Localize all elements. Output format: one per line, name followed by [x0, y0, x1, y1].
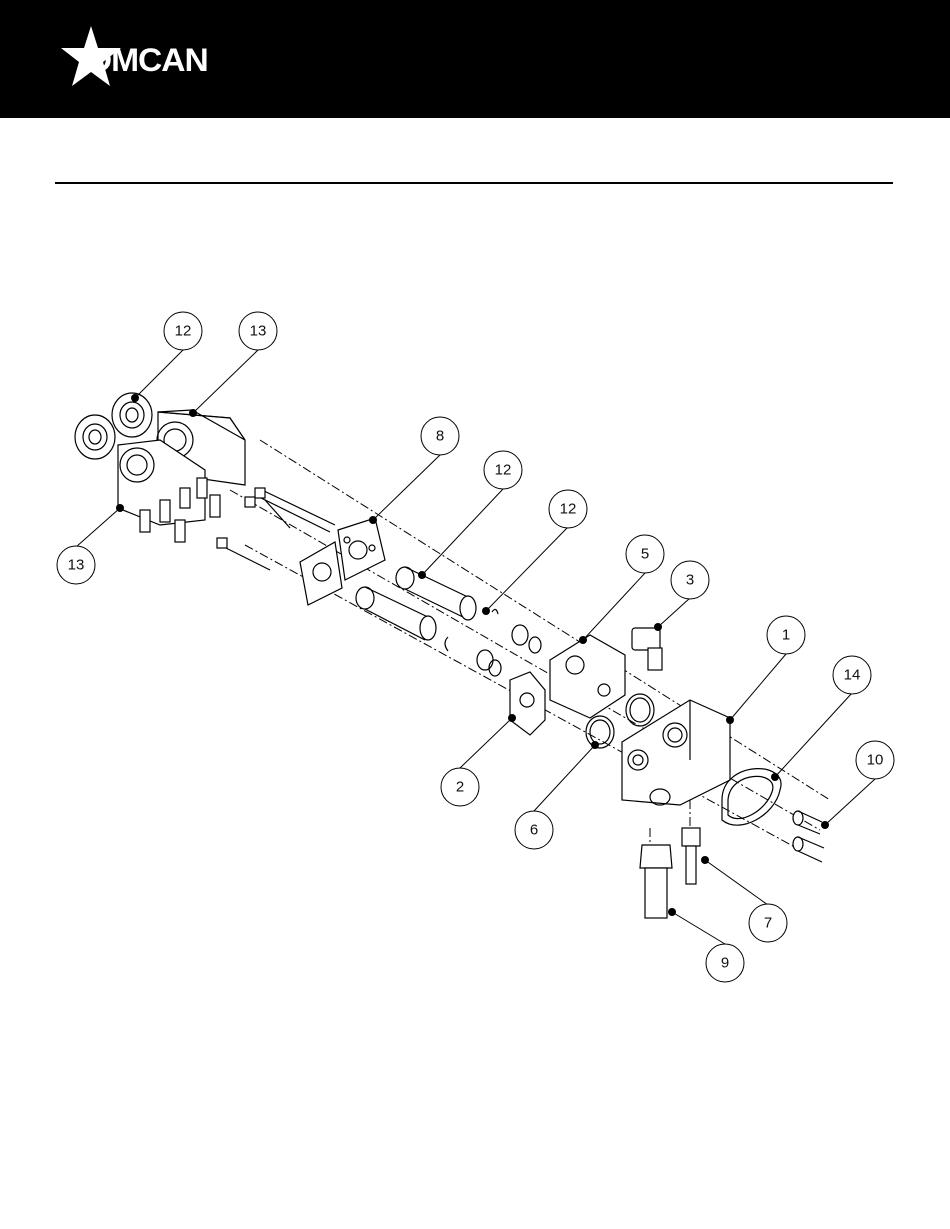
callout-label: 9: [721, 955, 729, 972]
callout-label: 12: [495, 462, 512, 479]
callout-label: 10: [867, 752, 884, 769]
elbow-fitting: [632, 628, 662, 670]
callout-label: 12: [560, 501, 577, 518]
gasket-plate: [338, 518, 385, 580]
callout-label: 5: [641, 546, 649, 563]
callout-label: 2: [456, 779, 464, 796]
hose-barb-fitting-large: [640, 845, 672, 918]
callout-label: 12: [175, 323, 192, 340]
callout-label: 3: [686, 572, 694, 589]
assembly-axis-lines: [230, 440, 830, 850]
hose-barb-fitting-small: [682, 828, 700, 884]
callout-label: 6: [530, 822, 538, 839]
callout-label: 7: [764, 915, 772, 932]
coil-nut-front: [75, 415, 115, 459]
callout-label: 13: [68, 557, 85, 574]
armature-tube-lower: [356, 587, 436, 640]
valve-body: [550, 635, 625, 718]
callout-label: 8: [436, 428, 444, 445]
bracket: [510, 672, 545, 735]
callout-label: 14: [844, 667, 861, 684]
base-plate: [300, 542, 342, 605]
springs-and-clips: [445, 609, 541, 676]
manifold-block: [622, 700, 730, 805]
armature-tube-upper: [396, 567, 476, 620]
callout-label: 1: [782, 627, 790, 644]
callout-label: 13: [250, 323, 267, 340]
pins: [793, 811, 824, 862]
